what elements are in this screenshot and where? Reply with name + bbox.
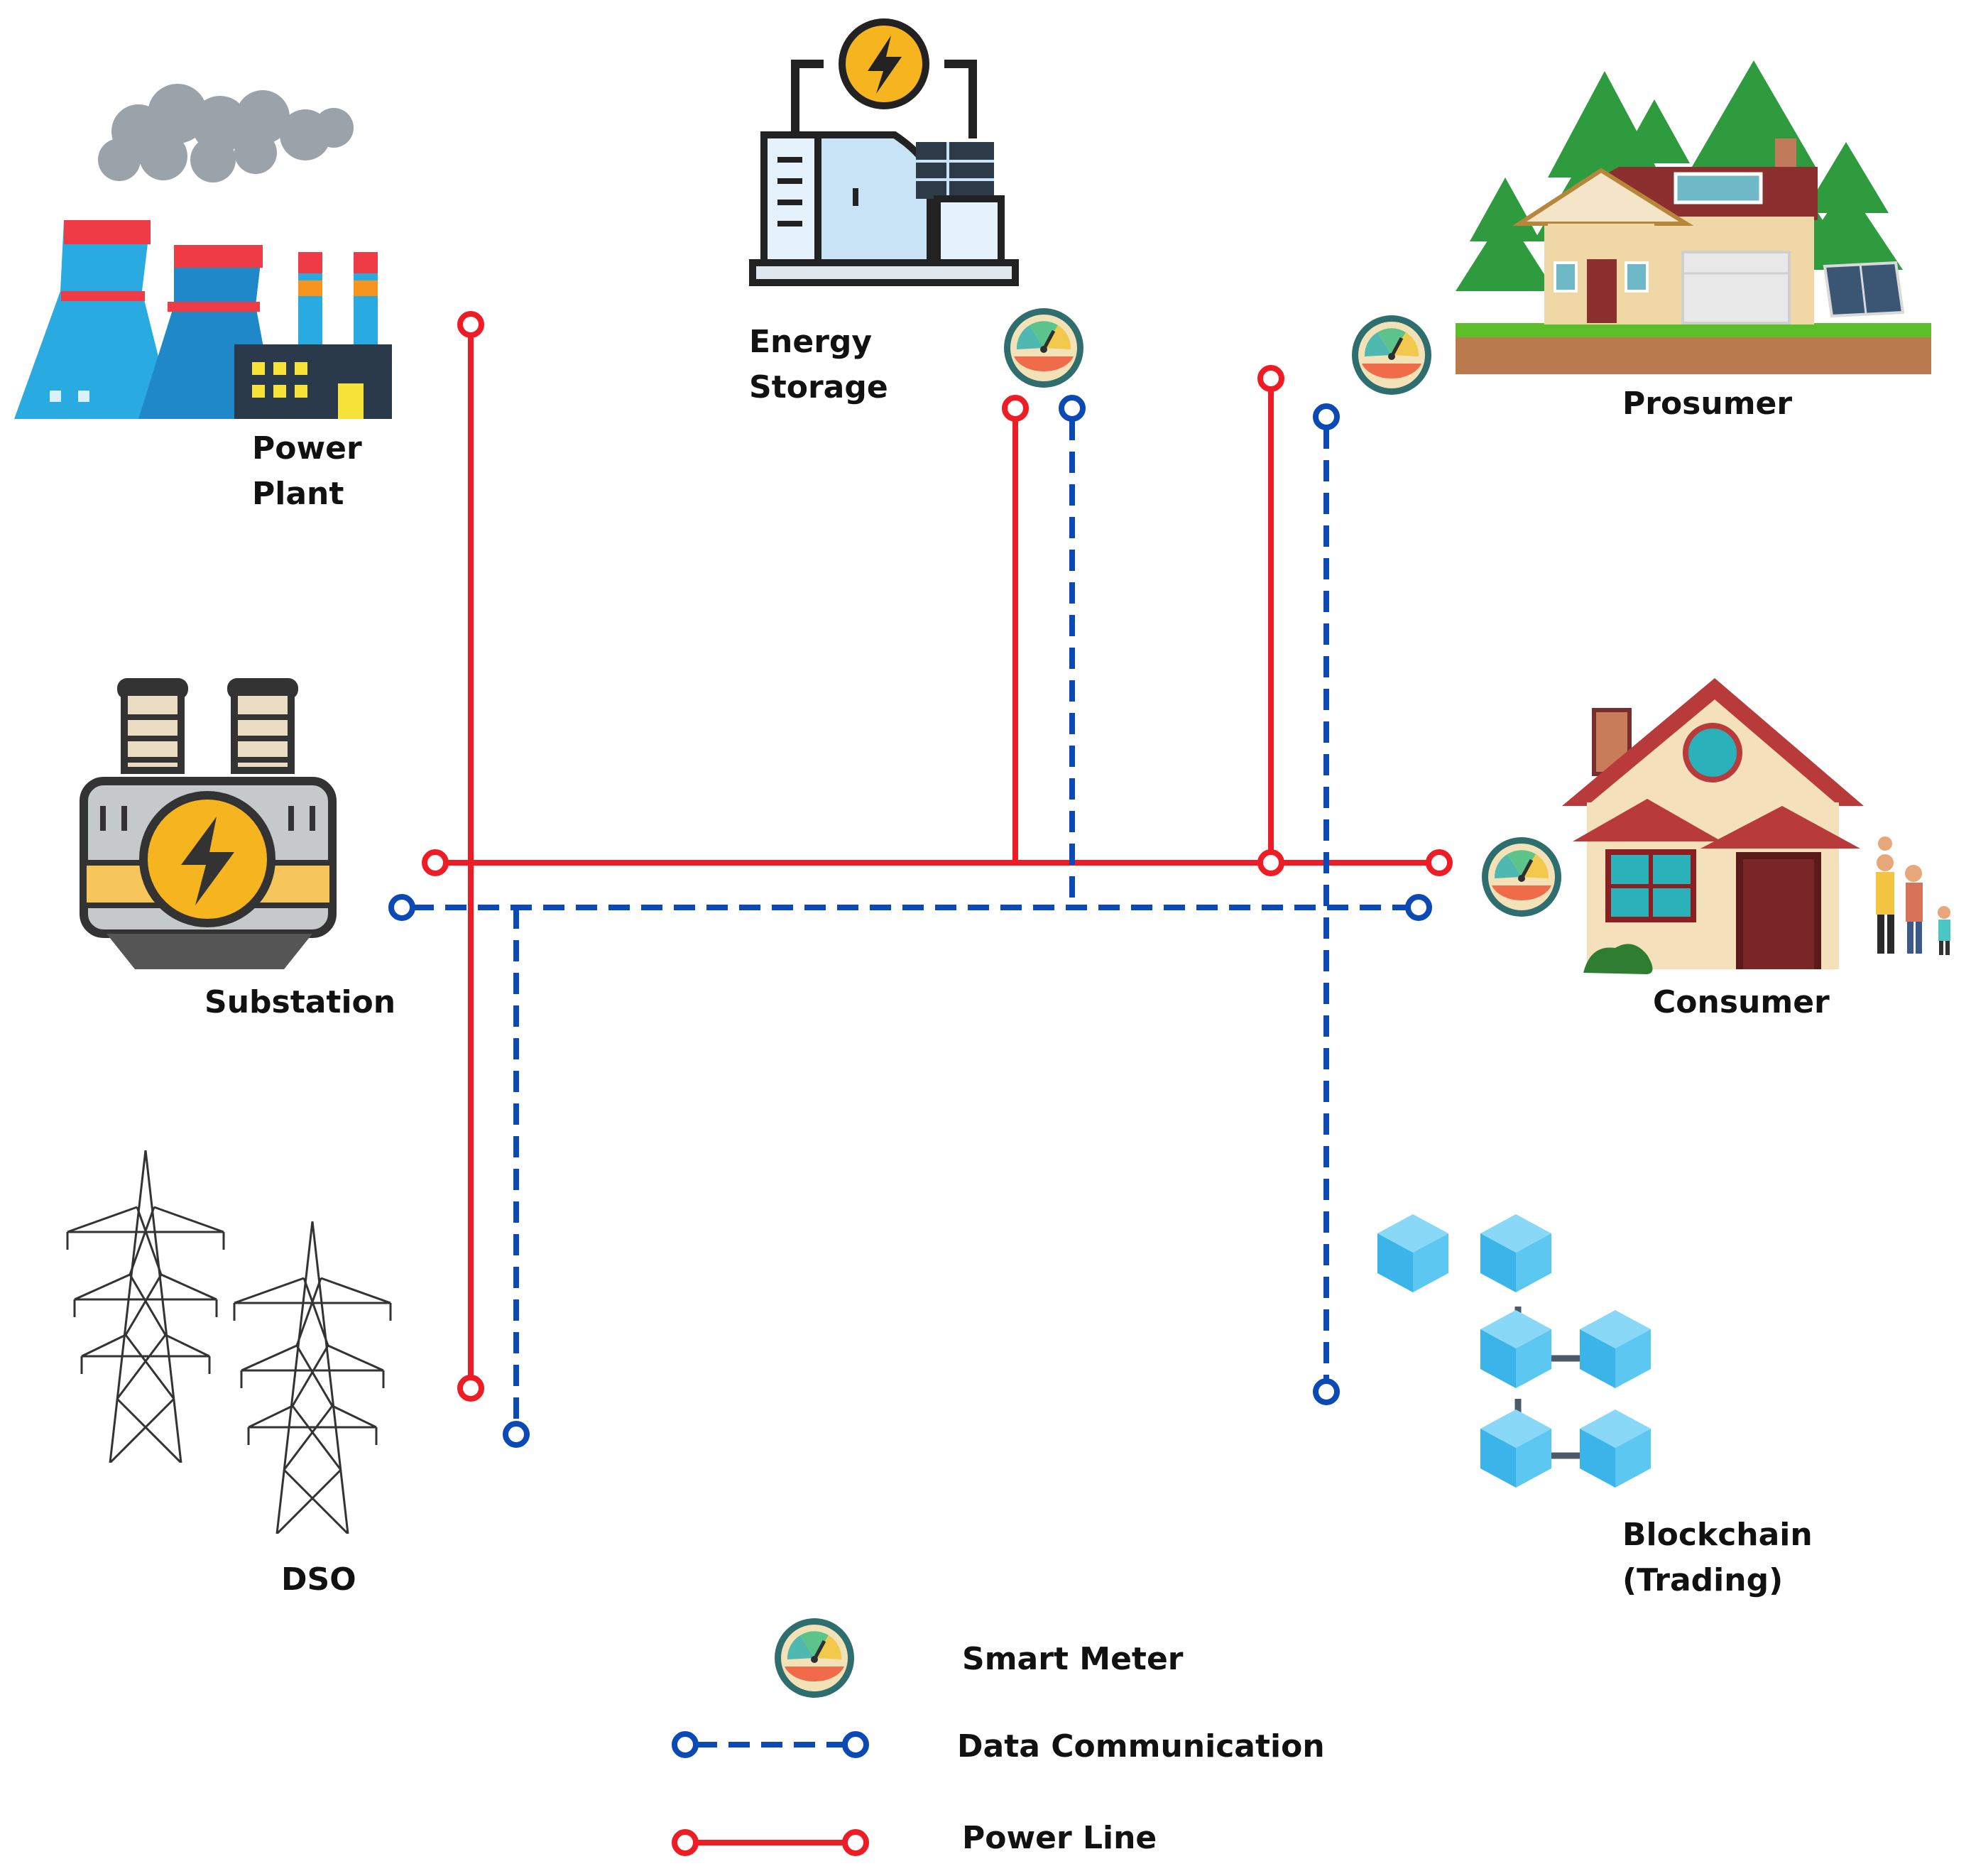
label-energy-storage: Energy Storage	[749, 324, 888, 405]
data-line-endpoints	[388, 395, 1432, 1448]
smart-meter-icon	[1482, 837, 1561, 917]
energy-storage-icon	[749, 18, 1019, 286]
legend-label-power-line: Power Line	[962, 1820, 1157, 1856]
family-figures-icon	[1876, 836, 1950, 955]
label-prosumer: Prosumer	[1622, 386, 1793, 422]
legend-power-line	[672, 1829, 869, 1856]
label-substation: Substation	[204, 984, 396, 1020]
power-line-endpoints	[422, 311, 1453, 1402]
smart-meter-icon	[1352, 315, 1431, 395]
data-line-network	[413, 419, 1408, 1424]
legend-data-line	[672, 1731, 869, 1758]
legend-label-smart-meter: Smart Meter	[962, 1641, 1184, 1677]
prosumer-house-icon	[1456, 60, 1931, 374]
legend-label-data-communication: Data Communication	[957, 1728, 1325, 1765]
label-dso: DSO	[281, 1561, 356, 1598]
smart-meter-icon	[1004, 308, 1083, 388]
blockchain-icon	[1377, 1214, 1651, 1488]
legend-smart-meter-icon	[775, 1618, 854, 1698]
label-blockchain: Blockchain (Trading)	[1622, 1517, 1813, 1598]
consumer-house-icon	[1562, 678, 1950, 974]
substation-icon	[80, 678, 337, 969]
label-power-plant: Power Plant	[252, 430, 362, 512]
label-consumer: Consumer	[1653, 984, 1830, 1020]
legend	[672, 1618, 869, 1856]
transmission-tower-icon	[66, 1150, 392, 1534]
power-plant-icon	[14, 84, 392, 419]
